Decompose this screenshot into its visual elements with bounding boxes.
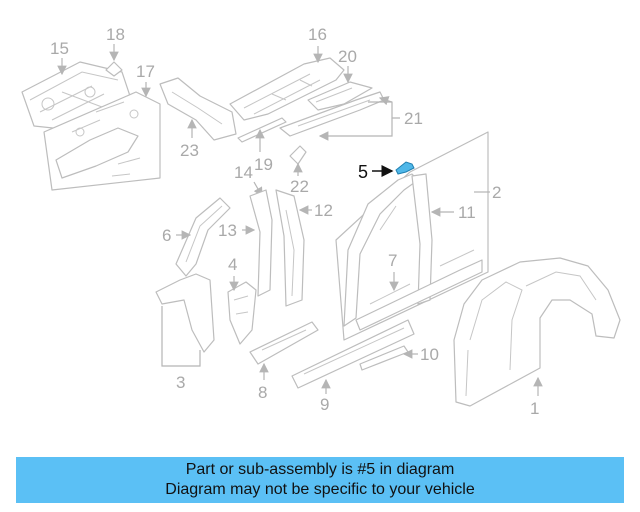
info-banner: Part or sub-assembly is #5 in diagram Di… [16, 457, 624, 503]
part-9-rocker [291, 319, 415, 389]
callout-4: 4 [228, 255, 237, 274]
part-16-floor-pan [229, 57, 345, 121]
callout-9: 9 [320, 395, 329, 414]
part-23-bracket [159, 77, 237, 141]
callout-16: 16 [308, 25, 327, 44]
banner-line-1: Part or sub-assembly is #5 in diagram [185, 461, 455, 478]
part-18-plug [105, 61, 123, 77]
callout-6: 6 [162, 226, 171, 245]
part-5-highlighted-bracket [395, 161, 415, 175]
callout-17: 17 [136, 62, 155, 81]
callout-18: 18 [106, 25, 125, 44]
callout-23: 23 [180, 141, 199, 160]
part-22-clip [289, 145, 307, 165]
callout-10: 10 [420, 345, 439, 364]
part-1-body-side-outer [453, 257, 621, 407]
callout-12: 12 [314, 201, 333, 220]
callout-14: 14 [234, 163, 253, 182]
part-12-pillar-outer [275, 189, 305, 307]
part-8-sill-plate [249, 321, 319, 365]
callout-13: 13 [218, 221, 237, 240]
part-4-hinge-pillar [227, 281, 257, 345]
parts-diagram: 15 18 17 23 16 20 21 [21, 25, 621, 418]
part-20-crossmember [307, 81, 373, 111]
part-2-side-panel-box [335, 131, 489, 341]
part-13-pillar-inner [249, 189, 273, 297]
banner-line-2: Diagram may not be specific to your vehi… [165, 481, 475, 498]
callout-1: 1 [530, 399, 539, 418]
callout-2: 2 [492, 183, 501, 202]
part-19-strip [237, 117, 287, 143]
callout-5: 5 [358, 162, 368, 182]
part-17-rear-floor-box [43, 91, 161, 191]
part-3-lower-pillar [155, 273, 215, 353]
callout-15: 15 [50, 39, 69, 58]
callout-8: 8 [258, 383, 267, 402]
callout-20: 20 [338, 47, 357, 66]
callout-7: 7 [388, 251, 397, 270]
callout-22: 22 [290, 177, 309, 196]
callout-19: 19 [254, 155, 273, 174]
part-6-pillar-reinforcement [175, 197, 231, 277]
callout-3: 3 [176, 373, 185, 392]
callout-21: 21 [404, 109, 423, 128]
callout-11: 11 [458, 203, 476, 222]
